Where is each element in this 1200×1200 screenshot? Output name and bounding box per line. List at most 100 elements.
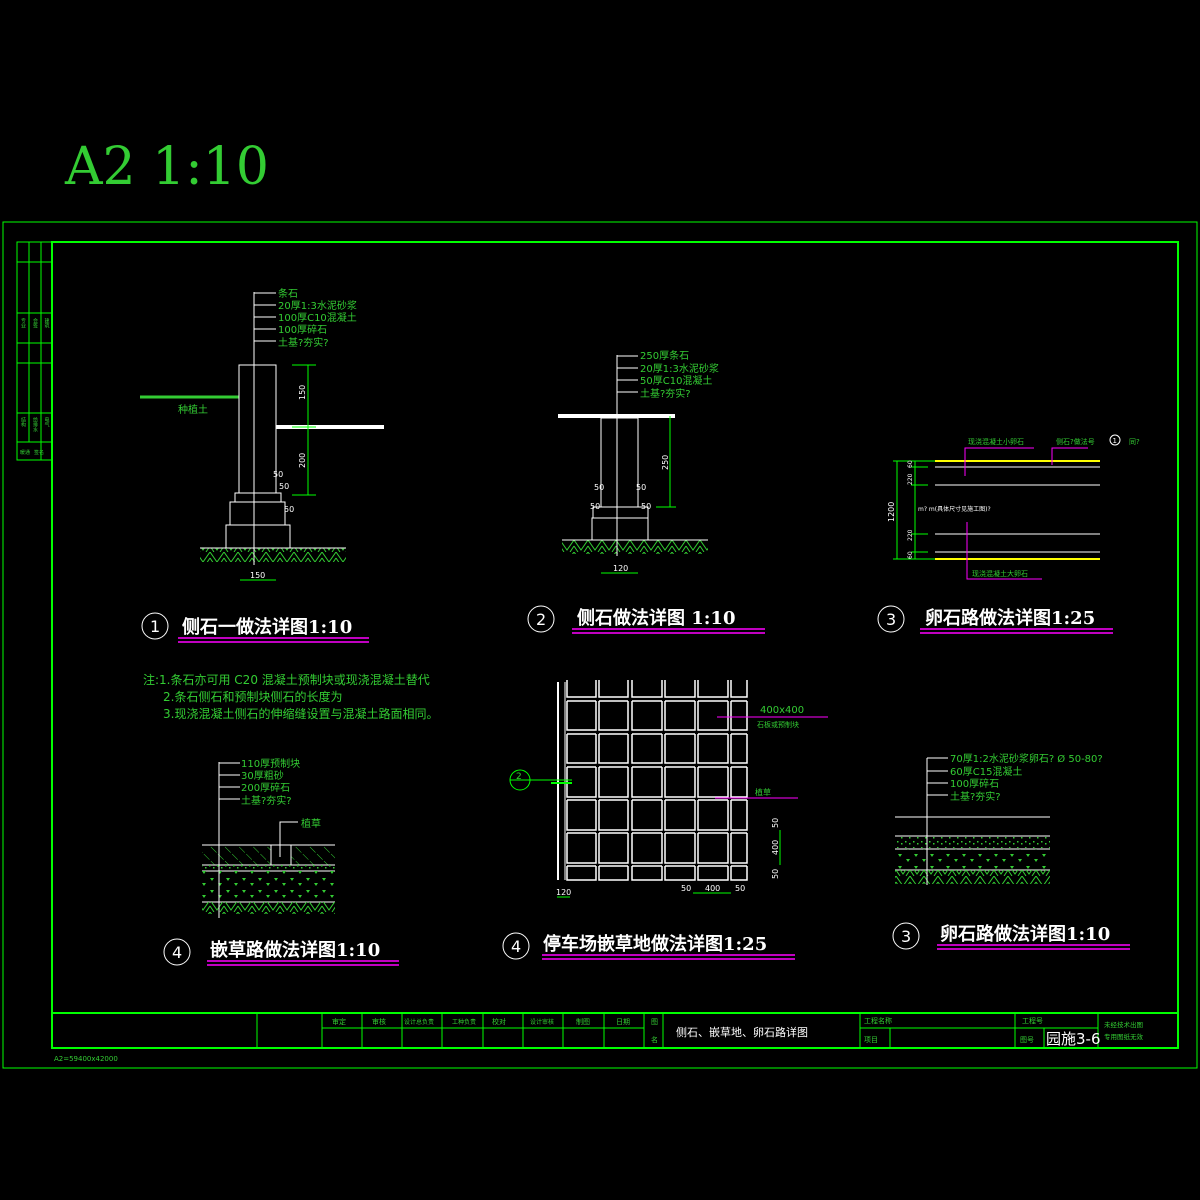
scale-heading: A2 1:10 <box>64 137 269 197</box>
title-detail-2: 2 侧石做法详图 1:10 <box>527 605 765 634</box>
item-label: 项目 <box>864 1036 878 1044</box>
dim-label: 150 <box>250 571 265 580</box>
strip-label: 专业 <box>20 317 26 328</box>
layer-label: 条石 <box>278 287 298 300</box>
drawing-name-label: 图 <box>651 1018 658 1026</box>
paver-block <box>566 680 597 698</box>
paver-block <box>664 800 696 831</box>
paver-block <box>664 680 696 698</box>
block-label: 石板或预制块 <box>757 720 799 729</box>
dim-label: 50 <box>594 483 604 492</box>
layer-label: 50厚C10混凝土 <box>640 374 712 387</box>
dim-label: 50 <box>735 884 745 893</box>
layer-label: 土基?夯实? <box>241 794 292 807</box>
paver-block <box>631 800 663 831</box>
paver-block <box>598 734 629 764</box>
inner-frame <box>51 241 1179 1049</box>
dim-label: 200 <box>298 453 307 468</box>
strip-label: 建筑 <box>44 317 50 329</box>
ref-suffix: 同? <box>1129 438 1140 446</box>
paver-block <box>664 866 696 881</box>
title-block: 审定 审核 设计总负责 工种负责 校对 设计审核 制图 日期 图 名 侧石、嵌草… <box>52 1012 1178 1048</box>
paver-block <box>664 734 696 764</box>
paper-size-note: A2=59400x42000 <box>54 1055 118 1063</box>
title-text: 侧石做法详图 1:10 <box>577 607 735 629</box>
title-number: 1 <box>150 617 160 636</box>
layer-label: 250厚条石 <box>640 349 689 362</box>
layer-label: 70厚1:2水泥砂浆卵石? Ø 50-80? <box>950 752 1103 765</box>
role-label: 设计审核 <box>530 1018 554 1026</box>
section-ref-number: 2 <box>516 772 522 782</box>
middle-note: m? m(具体尺寸见施工图)? <box>918 505 991 513</box>
paver-block <box>598 833 629 864</box>
paver-block <box>598 800 629 831</box>
stamp-text: 未经技术出图 <box>1104 1020 1143 1029</box>
ref-number: 1 <box>1113 437 1117 445</box>
paver-block <box>566 833 597 864</box>
project-no-label: 工程号 <box>1022 1016 1043 1025</box>
paver-block <box>697 680 729 698</box>
layer-label: 100厚C10混凝土 <box>278 311 357 324</box>
role-label: 审定 <box>332 1017 346 1026</box>
title-text: 侧石一做法详图1:10 <box>182 616 352 638</box>
layer-label: 30厚粗砂 <box>241 769 284 782</box>
dim-label: 50 <box>273 470 283 479</box>
title-text: 停车场嵌草地做法详图1:25 <box>543 933 767 955</box>
role-label: 制图 <box>576 1017 590 1026</box>
paver-block <box>697 833 729 864</box>
dim-label: 50 <box>771 818 780 828</box>
curb-ref-label: 侧石?做法号 <box>1056 437 1095 446</box>
note-line: 2.条石侧石和预制块侧石的长度为 <box>163 689 342 704</box>
note-line: 3.现浇混凝土侧石的伸缩缝设置与混凝土路面相同。 <box>163 706 438 721</box>
block-size-label: 400x400 <box>760 705 804 716</box>
detail-5-parking-grass-plan: 400x400 石板或预制块 植草 2 120 50 400 50 50 400… <box>509 680 828 898</box>
paver-block <box>631 866 663 881</box>
dim-label: 250 <box>661 455 670 470</box>
dim-label: 400 <box>705 884 720 893</box>
paver-block <box>730 734 748 764</box>
paver-block <box>730 767 748 798</box>
paver-block <box>598 680 629 698</box>
title-detail-3: 3 卵石路做法详图1:25 <box>877 605 1113 634</box>
dim-label: 220 <box>907 529 914 541</box>
dim-label: 220 <box>907 473 914 485</box>
dim-label: 60 <box>907 551 914 559</box>
left-signature-strip: 专业 会签 建筑 结构 给排水 电气 暖通 签名 <box>16 241 53 461</box>
layer-label: 100厚碎石 <box>950 777 999 790</box>
strip-label: 签名 <box>34 449 44 456</box>
detail-4-grass-paving-section: 110厚预制块 30厚粗砂 200厚碎石 土基?夯实? 植草 <box>202 757 335 918</box>
pebble-label-small: 现浇混凝土小卵石 <box>968 437 1024 446</box>
layer-label: 土基?夯实? <box>278 336 329 349</box>
paver-block <box>598 866 629 881</box>
paver-block <box>631 767 663 798</box>
grass-label: 植草 <box>755 787 771 797</box>
role-label: 校对 <box>492 1017 506 1026</box>
strip-label: 会签 <box>32 317 38 328</box>
layer-label: 200厚碎石 <box>241 781 290 794</box>
paver-block <box>730 866 748 881</box>
paver-block <box>566 866 597 881</box>
paver-block <box>697 701 729 731</box>
dim-label: 50 <box>681 884 691 893</box>
paver-block <box>697 767 729 798</box>
paver-block <box>598 767 629 798</box>
title-text: 卵石路做法详图1:25 <box>925 607 1095 629</box>
paver-block <box>730 680 748 698</box>
paver-block <box>697 866 729 881</box>
title-number: 4 <box>172 943 182 962</box>
paver-block <box>566 734 597 764</box>
detail-2-curb-section: 250厚条石 20厚1:3水泥砂浆 50厚C10混凝土 土基?夯实? 250 5… <box>558 349 719 574</box>
title-detail-6: 3 卵石路做法详图1:10 <box>892 922 1130 950</box>
drawing-title: 侧石、嵌草地、卵石路详图 <box>676 1025 808 1039</box>
title-text: 卵石路做法详图1:10 <box>940 923 1110 945</box>
notes: 注:1.条石亦可用 C20 混凝土预制块或现浇混凝土替代 2.条石侧石和预制块侧… <box>143 672 438 721</box>
strip-label: 暖通 <box>20 449 30 456</box>
layer-label: 土基?夯实? <box>640 387 691 400</box>
dim-label: 400 <box>771 840 780 855</box>
detail-3-pebble-plan: 1200 60 220 220 60 m? m(具体尺寸见施工图)? 现浇混凝土… <box>887 434 1140 580</box>
role-label: 日期 <box>616 1018 630 1026</box>
pebble-label-large: 现浇混凝土大卵石 <box>972 569 1028 578</box>
layer-label: 100厚碎石 <box>278 323 327 336</box>
strip-label: 给排水 <box>32 416 38 432</box>
dim-label: 50 <box>284 505 294 514</box>
